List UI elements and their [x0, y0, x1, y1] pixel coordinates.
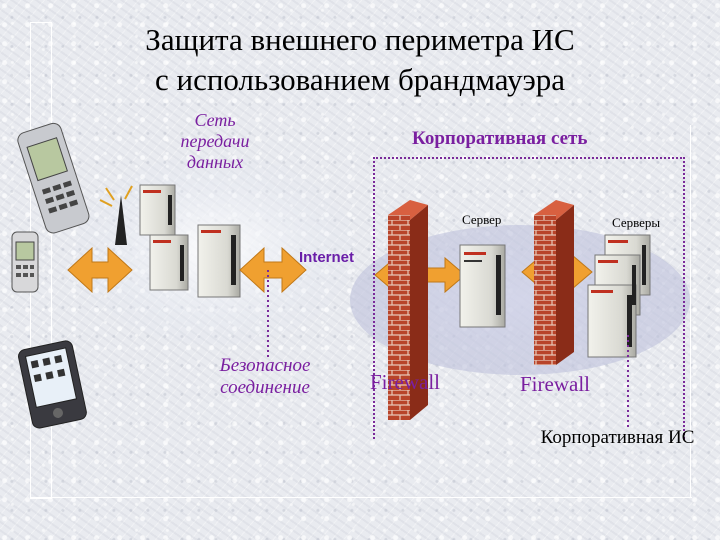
- data-flow-arrow-left: [67, 246, 133, 294]
- corporate-network-boundary: [373, 157, 685, 439]
- data-network-label: Сеть передачи данных: [180, 110, 250, 172]
- internet-label: Internet: [299, 249, 355, 266]
- data-flow-arrow-middle: [239, 246, 307, 294]
- firewall-wall-1: [388, 200, 428, 420]
- firewall-2-label: Firewall: [520, 372, 590, 396]
- secure-connection-label: Безопасное соединение: [219, 355, 311, 398]
- decorative-frame-line: [30, 497, 692, 498]
- mobile-phone-icon: [17, 122, 90, 234]
- servers-label: Серверы: [612, 215, 661, 230]
- corporate-server-icon: [459, 244, 506, 328]
- firewall-1-label: Firewall: [370, 370, 440, 394]
- cell-phone-icon: [11, 231, 39, 293]
- network-servers-icon: [139, 184, 241, 298]
- pda-icon: [18, 340, 87, 429]
- corporate-servers-icon: [587, 234, 651, 358]
- corporate-is-label: Корпоративная ИС: [540, 427, 695, 448]
- slide-title-line1: Защита внешнего периметра ИС: [145, 22, 575, 57]
- decorative-frame-right: [690, 125, 691, 497]
- server-label: Сервер: [462, 212, 502, 227]
- slide-title-line2: с использованием брандмауэра: [154, 62, 566, 97]
- corporate-network-label: Корпоративная сеть: [412, 128, 588, 149]
- antenna-icon: [99, 185, 133, 245]
- firewall-wall-2: [534, 200, 574, 365]
